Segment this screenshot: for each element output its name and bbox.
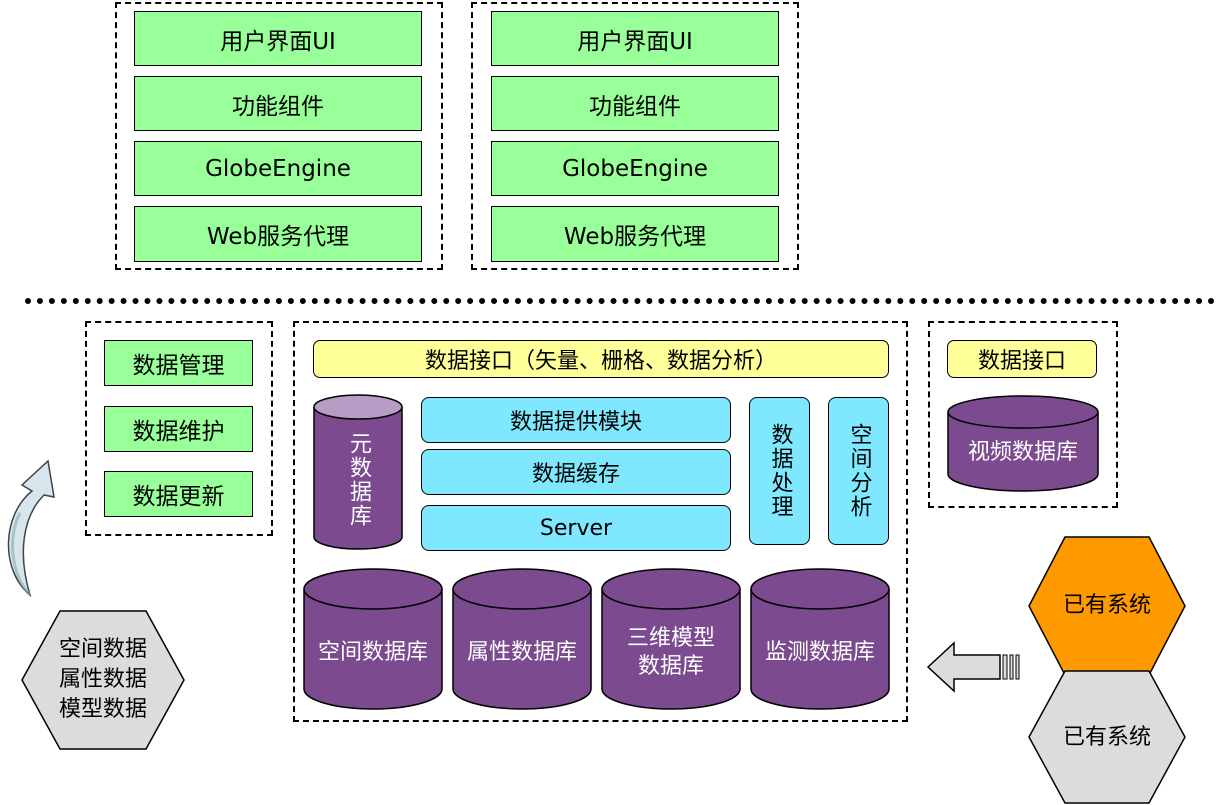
- spatial-database-label: 空间数据库: [317, 640, 428, 665]
- existing-system-label: 已有系统: [1062, 593, 1151, 618]
- data-interface-bar: 数据接口（矢量、栅格、数据分析）: [313, 340, 889, 378]
- server-panel: [293, 321, 908, 722]
- attribute-database-label: 属性数据库: [466, 640, 577, 665]
- web-proxy-layer-box: Web服务代理: [134, 206, 422, 262]
- 3d-model-database-cylinder: [601, 568, 741, 710]
- data-update-box: 数据更新: [104, 471, 253, 517]
- data-management-box: 数据管理: [104, 340, 253, 386]
- video-panel: [928, 321, 1118, 508]
- existing-system-label: 已有系统: [1062, 724, 1151, 750]
- monitoring-database-cylinder: [750, 568, 890, 710]
- ui-layer-box: 用户界面UI: [134, 11, 422, 66]
- data-maintenance-box: 数据维护: [104, 406, 253, 452]
- management-panel: [85, 321, 273, 536]
- existing-system-hexagon-gray: [1028, 670, 1186, 804]
- 3d-model-database-label: 三维模型 数据库: [626, 626, 715, 679]
- video-database-cylinder: [947, 395, 1099, 492]
- server-box: Server: [421, 505, 731, 551]
- video-data-interface-box: 数据接口: [947, 340, 1097, 378]
- curved-update-arrow-icon: [7, 459, 55, 598]
- source-data-label: 空间数据 属性数据 模型数据: [58, 637, 147, 722]
- data-processing-box: 数据处理: [749, 397, 810, 545]
- web-proxy-layer-box: Web服务代理: [491, 206, 779, 262]
- globe-engine-layer-box: GlobeEngine: [491, 141, 779, 196]
- source-data-hexagon: [21, 610, 185, 750]
- metadata-database-cylinder: [313, 394, 403, 550]
- component-layer-box: 功能组件: [134, 76, 422, 131]
- data-cache-box: 数据缓存: [421, 449, 731, 495]
- attribute-database-cylinder: [452, 568, 592, 710]
- data-provider-module-box: 数据提供模块: [421, 397, 731, 443]
- globe-engine-layer-box: GlobeEngine: [134, 141, 422, 196]
- left-arrow-icon: [926, 641, 1020, 693]
- component-layer-box: 功能组件: [491, 76, 779, 131]
- client-panel-left: [115, 2, 443, 270]
- ui-layer-box: 用户界面UI: [491, 11, 779, 66]
- client-panel-right: [471, 2, 799, 270]
- spatial-analysis-box: 空间分析: [828, 397, 889, 545]
- tier-separator: [25, 298, 1215, 304]
- video-database-label: 视频数据库: [967, 440, 1078, 465]
- monitoring-database-label: 监测数据库: [764, 640, 875, 665]
- metadata-database-label: 元数据库: [346, 432, 371, 528]
- spatial-database-cylinder: [303, 568, 443, 710]
